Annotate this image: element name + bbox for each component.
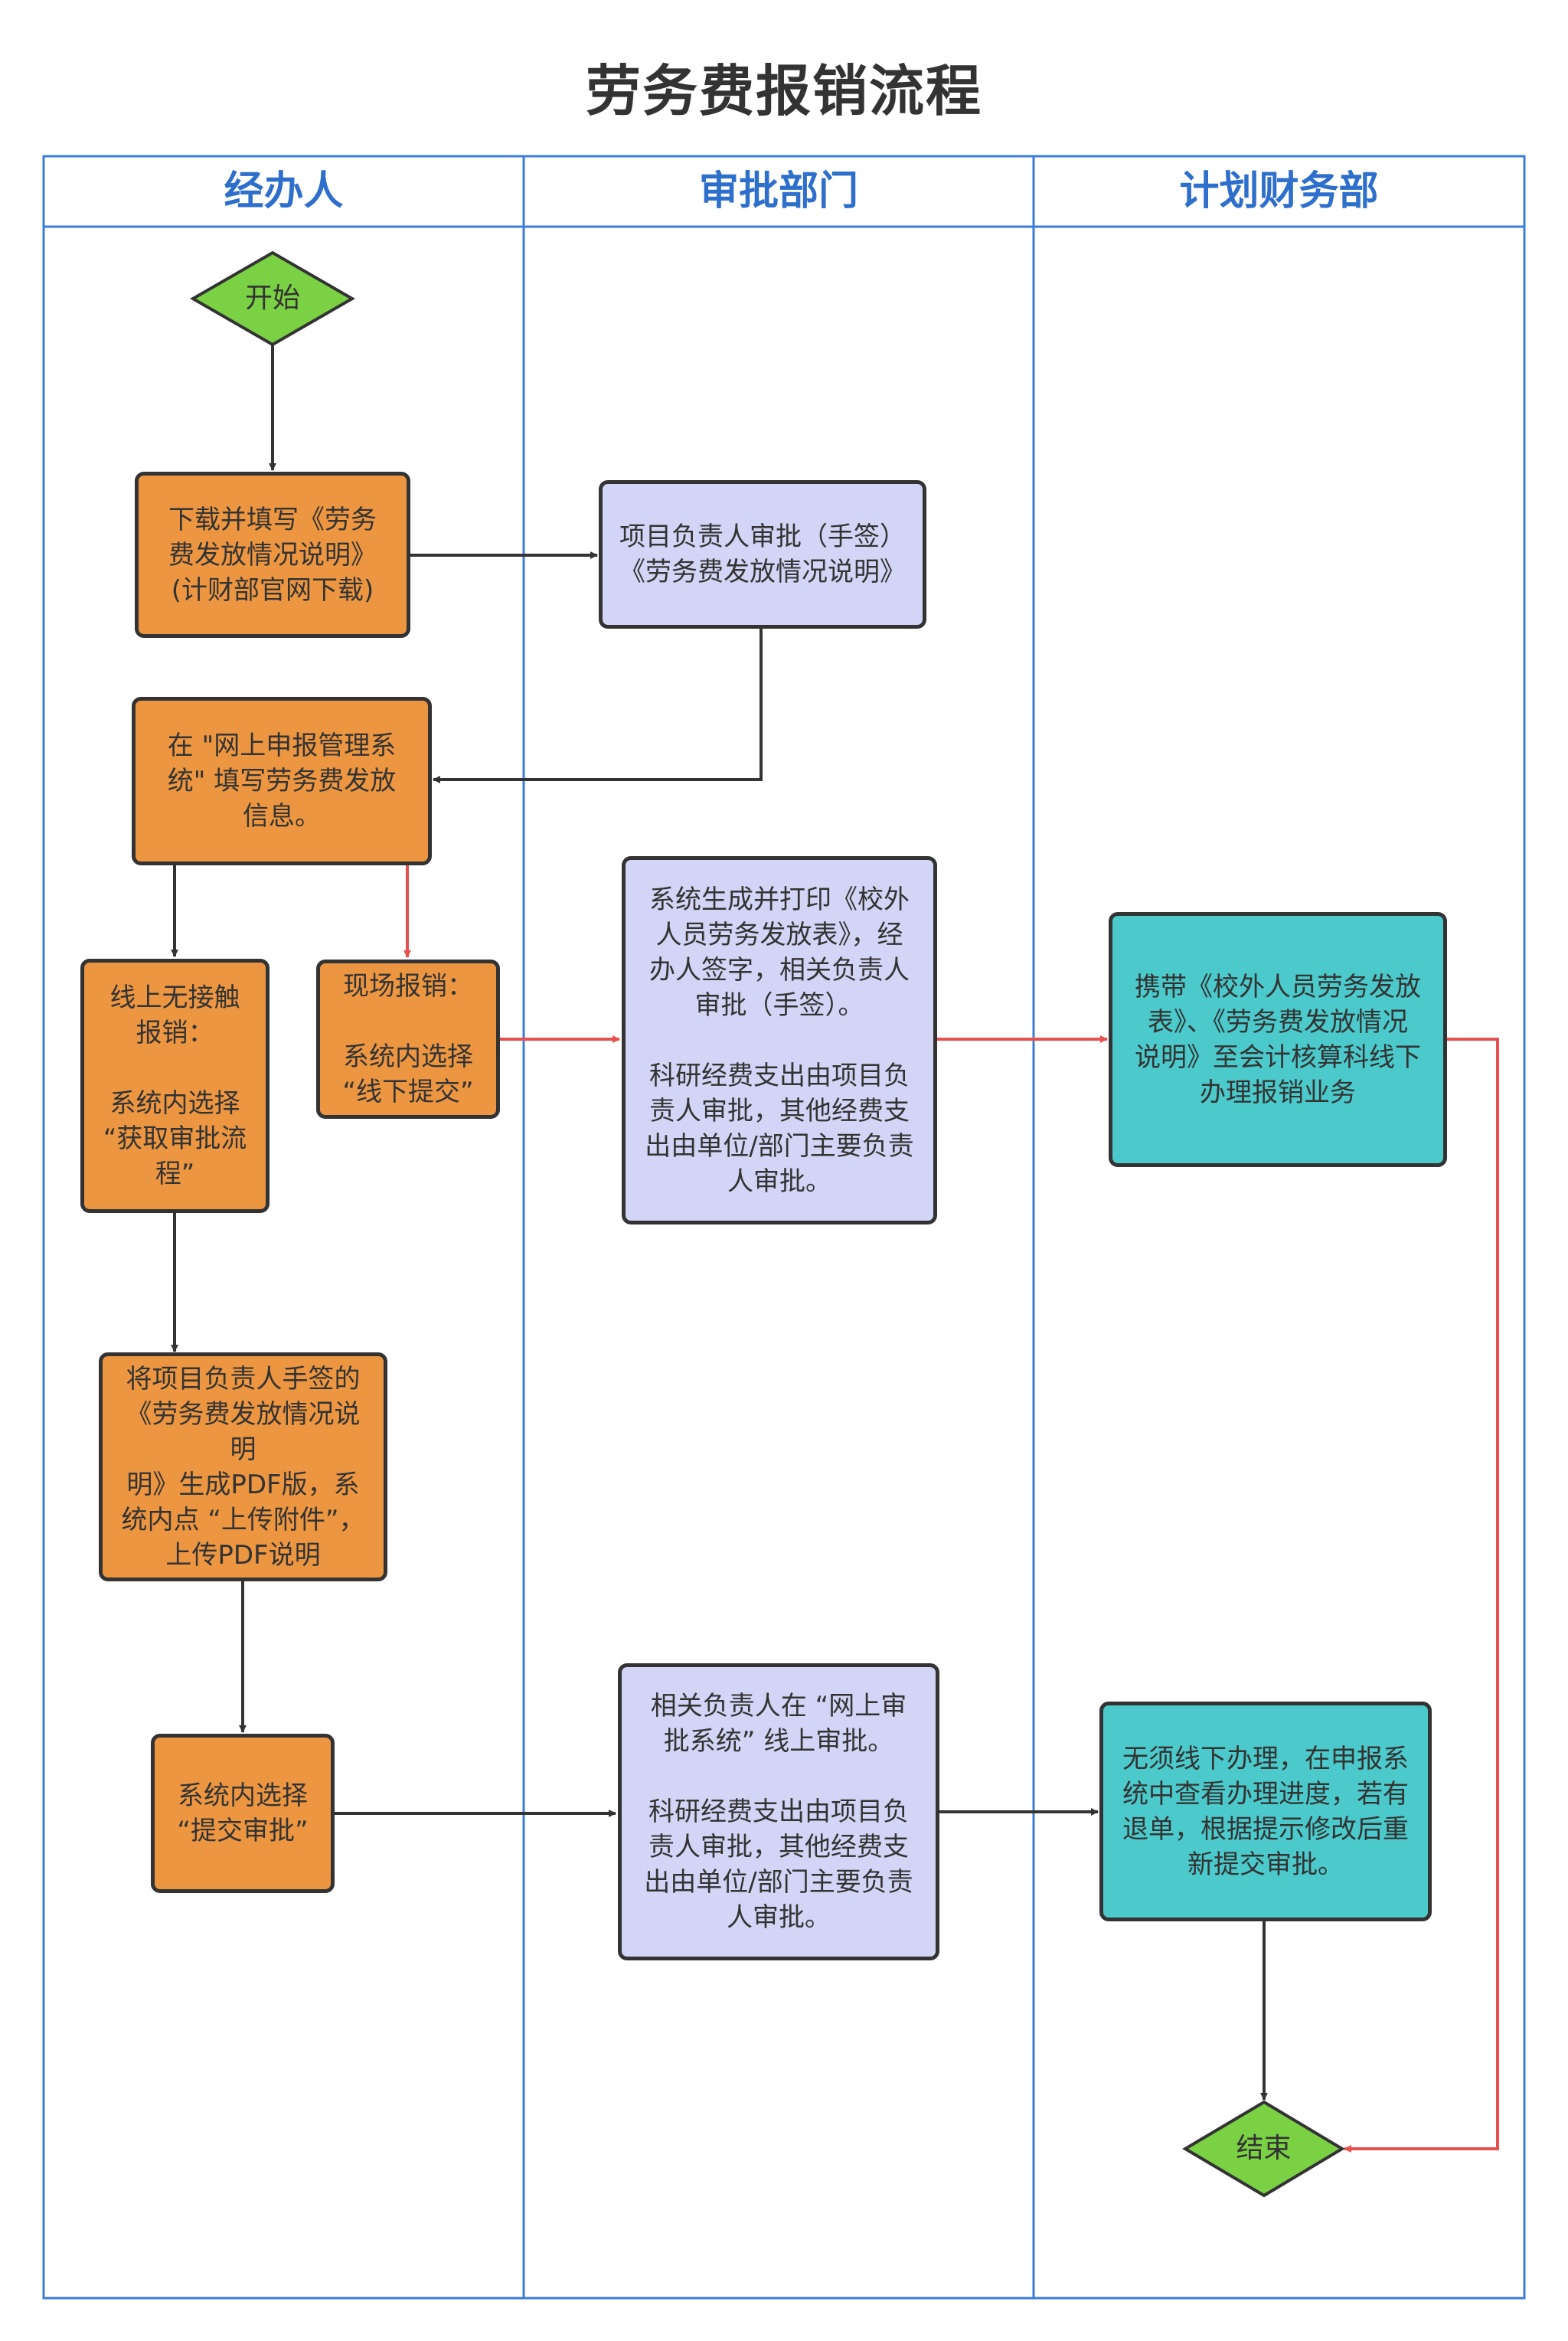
node-upload-pdf[interactable]: 将项目负责人手签的 《劳务费发放情况说明 明》生成PDF版，系 统内点 “上传附…	[99, 1352, 387, 1581]
connector-offline-finance-to-end	[1344, 1038, 1499, 2153]
lane-title-approval-dept: 审批部门	[698, 168, 858, 214]
node-download-form[interactable]: 下载并填写《劳务 费发放情况说明》 (计财部官网下载)	[135, 472, 410, 638]
start-label: 开始	[244, 283, 300, 314]
lane-title-applicant: 经办人	[224, 168, 344, 214]
end-diamond[interactable]	[1182, 2100, 1345, 2198]
lane-outer-border	[42, 155, 1526, 2300]
node-onsite-path[interactable]: 现场报销： 系统内选择 “线下提交”	[316, 960, 500, 1119]
node-fill-online[interactable]: 在 "网上申报管理系 统" 填写劳务费发放 信息。	[132, 697, 432, 865]
node-pi-sign[interactable]: 项目负责人审批（手签） 《劳务费发放情况说明》	[599, 480, 926, 629]
node-online-finance[interactable]: 无须线下办理，在申报系 统中查看办理进度，若有 退单，根据提示修改后重 新提交审…	[1099, 1702, 1432, 1921]
start-diamond[interactable]	[189, 250, 356, 347]
end-label: 结束	[1236, 2133, 1292, 2164]
node-online-approval[interactable]: 相关负责人在 “网上审 批系统” 线上审批。 科研经费支出由项目负 责人审批，其…	[618, 1663, 939, 1960]
offline-connectors	[403, 865, 1499, 2153]
node-offline-finance[interactable]: 携带《校外人员劳务发放 表》、《劳务费发放情况 说明》至会计核算科线下 办理报销…	[1109, 912, 1447, 1167]
lane-title-finance-dept: 计划财务部	[1179, 168, 1379, 214]
node-submit-approval[interactable]: 系统内选择 “提交审批”	[151, 1734, 335, 1893]
node-online-path[interactable]: 线上无接触 报销： 系统内选择 “获取审批流 程”	[80, 959, 270, 1213]
page-title: 劳务费报销流程	[585, 59, 982, 123]
flow-connectors	[171, 345, 1268, 2101]
node-print-sign[interactable]: 系统生成并打印《校外 人员劳务发放表》，经 办人签字，相关负责人 审批（手签）。…	[622, 856, 937, 1224]
connector-pi-sign-to-fill-online	[433, 628, 763, 783]
lane-frame	[42, 155, 1526, 2300]
